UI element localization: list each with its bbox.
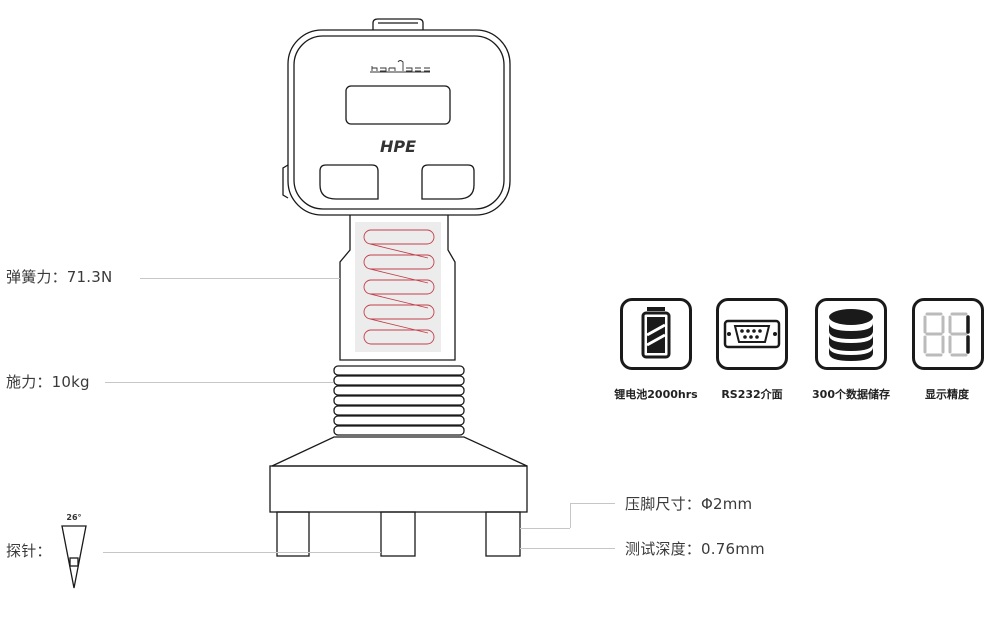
spring-coil — [363, 229, 435, 345]
device-head — [282, 29, 511, 216]
rs232-connector-icon — [723, 319, 781, 349]
foot-size-leader-h1 — [520, 528, 570, 529]
test-depth-label: 测试深度：0.76mm — [625, 540, 765, 558]
probe-leader — [103, 552, 381, 553]
foot-size-label: 压脚尺寸：Φ2mm — [625, 495, 753, 513]
feature-storage-label: 300个数据储存 — [812, 388, 890, 401]
spring-force-label: 弹簧力：71.3N — [6, 268, 113, 286]
feature-battery-label: 锂电池2000hrs — [614, 388, 698, 401]
probe-icon — [61, 525, 87, 589]
left-button — [319, 164, 379, 200]
probe-label: 探针： — [6, 542, 52, 560]
ribbed-collar — [333, 365, 465, 436]
spring-housing — [339, 215, 456, 361]
feature-display — [912, 298, 984, 370]
right-button — [421, 164, 475, 200]
brand-logo — [370, 60, 430, 73]
feature-rs232-label: RS232介面 — [721, 388, 783, 401]
base-feet — [276, 511, 521, 557]
probe-angle-label: 26° — [66, 513, 81, 522]
battery-icon — [641, 307, 671, 359]
lcd-screen — [345, 85, 451, 125]
foot-size-leader-v — [570, 503, 571, 528]
applied-force-leader — [105, 382, 333, 383]
seven-segment-display-icon — [923, 312, 970, 357]
spring-force-leader — [140, 278, 340, 279]
applied-force-label: 施力：10kg — [6, 373, 90, 391]
feature-battery — [620, 298, 692, 370]
feature-display-label: 显示精度 — [925, 388, 969, 401]
model-label: HPE — [380, 137, 416, 156]
top-button — [372, 18, 424, 30]
base-plate — [269, 436, 528, 513]
test-depth-leader — [520, 548, 615, 549]
foot-size-leader-h2 — [570, 503, 615, 504]
feature-storage — [815, 298, 887, 370]
feature-rs232 — [716, 298, 788, 370]
database-icon — [829, 309, 873, 361]
